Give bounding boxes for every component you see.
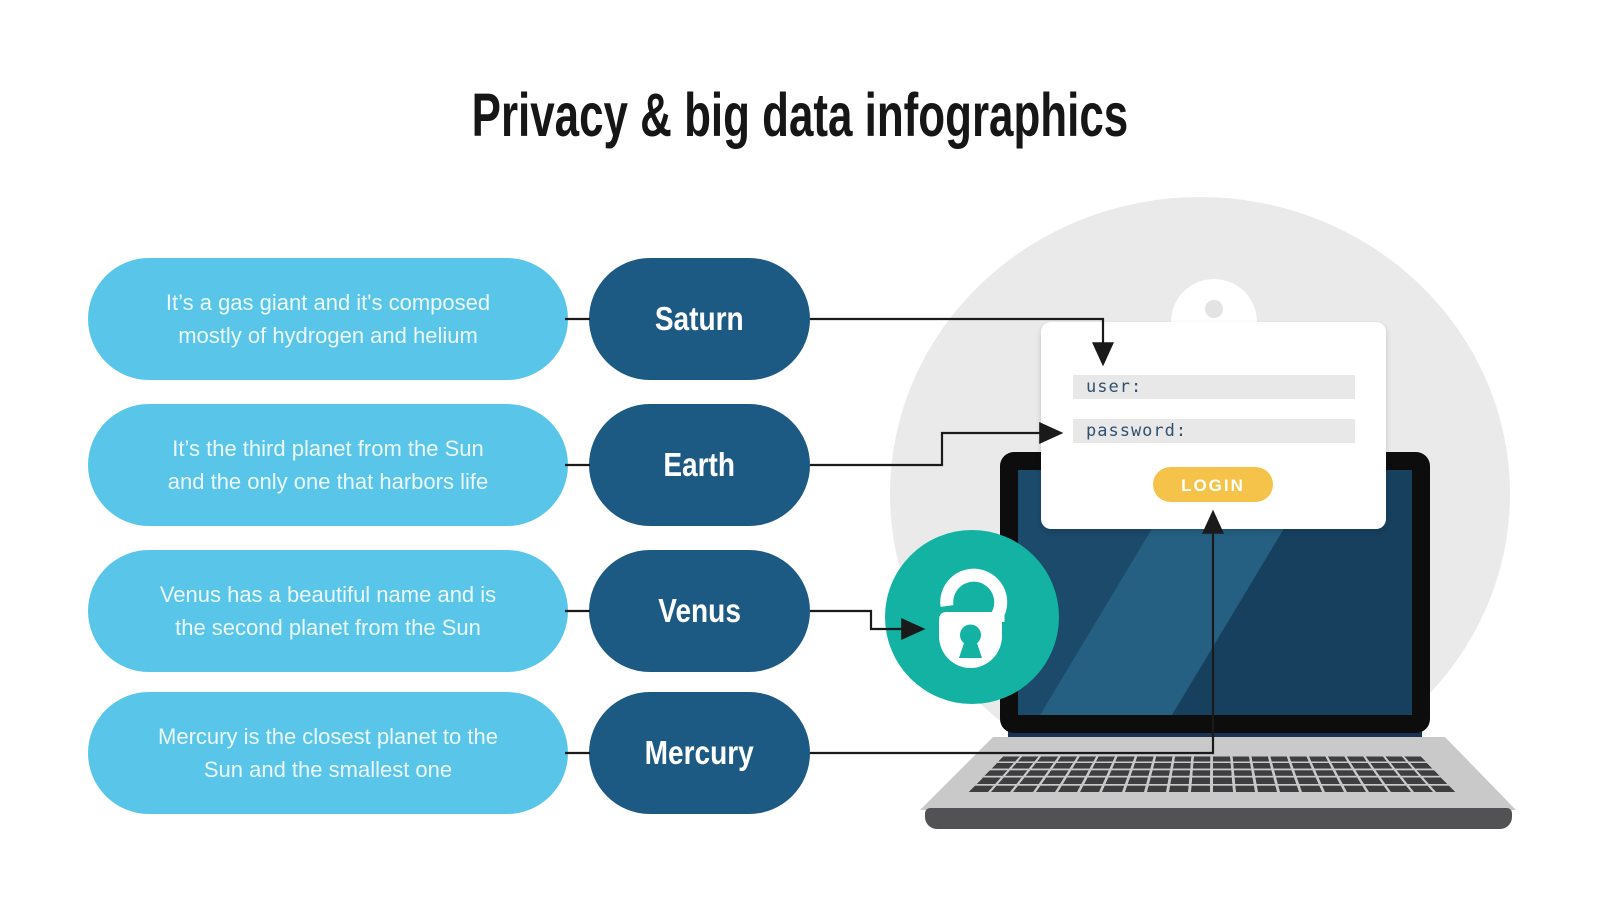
bubble-line: Sun and the smallest one: [203, 757, 453, 782]
laptop-bottom-bar: [925, 808, 1512, 829]
page-title: Privacy & big data infographics: [0, 80, 1600, 150]
bubble-line: and the only one that harbors life: [167, 469, 489, 494]
planet-label: Mercury: [644, 734, 755, 771]
laptop-base: [920, 737, 1516, 810]
row-venus: Venus has a beautiful name and is the se…: [0, 550, 830, 672]
planet-pill-venus: Venus: [589, 550, 810, 672]
pin-hole-icon: [1205, 300, 1223, 318]
login-button[interactable]: LOGIN: [1153, 467, 1273, 502]
row-saturn: It’s a gas giant and it's composed mostl…: [0, 258, 830, 380]
login-card: user: password: LOGIN: [1041, 322, 1386, 529]
description-bubble: It’s the third planet from the Sun and t…: [88, 404, 568, 526]
bubble-line: It’s the third planet from the Sun: [172, 436, 484, 461]
bubble-line: Mercury is the closest planet to the: [158, 724, 498, 749]
bubble-line: mostly of hydrogen and helium: [178, 323, 478, 348]
user-input[interactable]: user:: [1073, 375, 1355, 399]
description-bubble: Venus has a beautiful name and is the se…: [88, 550, 568, 672]
row-earth: It’s the third planet from the Sun and t…: [0, 404, 830, 526]
planet-label: Saturn: [655, 300, 744, 337]
bubble-line: It’s a gas giant and it's composed: [165, 290, 491, 315]
bubble-line: Venus has a beautiful name and is: [159, 582, 497, 607]
planet-label: Venus: [658, 592, 741, 629]
bubble-line: the second planet from the Sun: [175, 615, 481, 640]
password-input[interactable]: password:: [1073, 419, 1355, 443]
page-title-text: Privacy & big data infographics: [471, 81, 1129, 149]
unlock-icon: [939, 568, 1008, 668]
planet-pill-mercury: Mercury: [589, 692, 810, 814]
description-bubble: It’s a gas giant and it's composed mostl…: [88, 258, 568, 380]
planet-pill-saturn: Saturn: [589, 258, 810, 380]
row-bridge-lines: [565, 317, 590, 755]
planet-pill-earth: Earth: [589, 404, 810, 526]
description-bubble: Mercury is the closest planet to the Sun…: [88, 692, 568, 814]
keyboard: [969, 756, 1455, 792]
row-mercury: Mercury is the closest planet to the Sun…: [0, 692, 830, 814]
planet-label: Earth: [663, 446, 736, 483]
security-badge: [885, 530, 1059, 704]
